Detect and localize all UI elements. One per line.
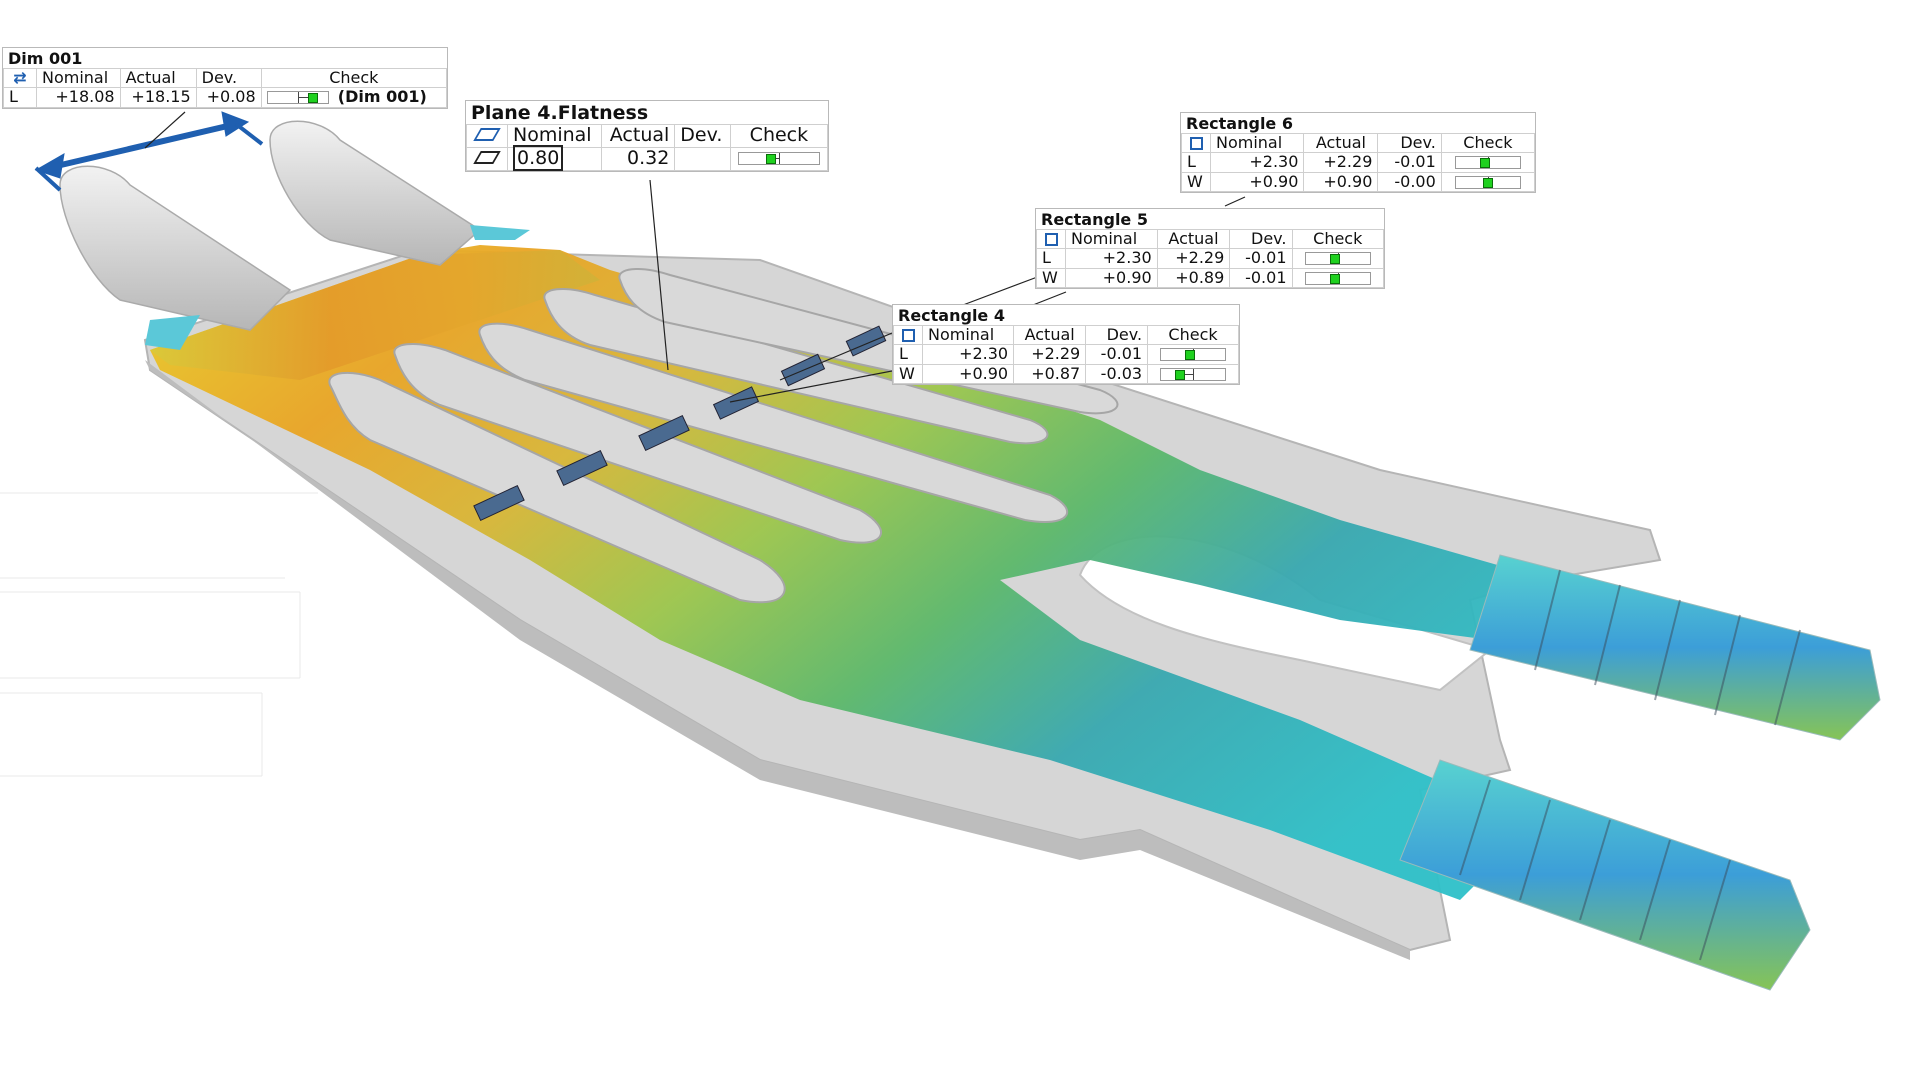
rect5-check-indicator (1304, 252, 1371, 266)
rect5-nominal: +0.90 (1065, 267, 1158, 289)
rect5-header-check: Check (1291, 228, 1384, 250)
rect4-check-cell (1147, 363, 1239, 385)
table-row: W +0.90 +0.89 -0.01 (1036, 267, 1384, 289)
dim001-header-nominal: Nominal (36, 67, 121, 89)
rect5-nominal: +2.30 (1065, 248, 1158, 269)
table-row: W +0.90 +0.90 -0.00 (1181, 171, 1536, 193)
rect6-check-cell (1440, 171, 1536, 193)
plane4-header-actual: Actual (600, 124, 676, 148)
leader-lines (144, 111, 1246, 403)
rectangle-icon (1044, 233, 1058, 246)
rect4-header-nominal: Nominal (921, 324, 1015, 346)
rect5-axis: W (1036, 267, 1066, 289)
rect5-check-cell (1291, 267, 1384, 289)
linear-dimension-icon: ⇄ (13, 68, 27, 87)
rect4-axis: W (893, 363, 923, 385)
rect4-nominal: +0.90 (921, 363, 1015, 385)
rect6-header-dev: Dev. (1377, 132, 1442, 154)
table-row: L +2.30 +2.29 -0.01 (1181, 152, 1536, 173)
rect5-check-cell (1291, 248, 1384, 269)
rect6-header-check: Check (1440, 132, 1536, 154)
rect4-dev: -0.03 (1085, 363, 1149, 385)
rect5-header-dev: Dev. (1229, 228, 1293, 250)
rect5-actual: +0.89 (1156, 267, 1231, 289)
rect6-check-cell (1440, 152, 1536, 173)
flatness-icon (473, 128, 501, 141)
outlet-tubes (1399, 554, 1881, 991)
rect5-header-actual: Actual (1156, 228, 1231, 250)
dim001-check-cell: (Dim 001) (260, 87, 448, 108)
rect4-title: Rectangle 4 (898, 306, 1005, 325)
plane4-dev (674, 146, 731, 171)
rect6-dev: -0.01 (1377, 152, 1442, 173)
rect5-title: Rectangle 5 (1041, 210, 1148, 229)
dim001-check-indicator (266, 91, 329, 105)
rect4-actual: +0.87 (1013, 363, 1087, 385)
flatness-tolerance-icon (473, 150, 501, 164)
rect5-actual: +2.29 (1156, 248, 1231, 269)
rect4-check-indicator (1160, 367, 1227, 381)
dim001-actual: +18.15 (119, 87, 197, 108)
table-row: W +0.90 +0.87 -0.03 (893, 363, 1239, 385)
rect6-actual: +2.29 (1303, 152, 1379, 173)
rect4-axis: L (893, 344, 923, 365)
rect6-header-nominal: Nominal (1209, 132, 1305, 154)
plane4-title: Plane 4.Flatness (471, 102, 649, 124)
rect4-dev: -0.01 (1085, 344, 1149, 365)
dim001-header-dev: Dev. (195, 67, 262, 89)
plane4-nominal: 0.80 (507, 144, 602, 171)
rectangle6-annotation[interactable]: Rectangle 6 Nominal Actual Dev. Check L … (1180, 112, 1536, 194)
rect6-actual: +0.90 (1303, 171, 1379, 193)
rect6-nominal: +2.30 (1209, 152, 1305, 173)
dim001-title: Dim 001 (8, 49, 83, 68)
dim001-dev: +0.08 (195, 87, 262, 108)
dim001-annotation[interactable]: Dim 001 ⇄ Nominal Actual Dev. Check L +1… (2, 47, 448, 109)
rect5-dev: -0.01 (1229, 248, 1293, 269)
rect5-header-nominal: Nominal (1065, 228, 1158, 250)
rect4-check-cell (1147, 344, 1239, 365)
rect4-header-dev: Dev. (1085, 324, 1149, 346)
rectangle-icon (901, 329, 915, 342)
plane4-nominal-value: 0.80 (513, 144, 564, 171)
dim001-header-check: Check (260, 67, 448, 89)
table-row: L +2.30 +2.29 -0.01 (893, 344, 1239, 365)
rect4-actual: +2.29 (1013, 344, 1087, 365)
rect6-axis: L (1181, 152, 1211, 173)
dimension-arrow (34, 111, 264, 192)
plane4-flatness-annotation[interactable]: Plane 4.Flatness Nominal Actual Dev. Che… (465, 100, 829, 172)
rectangle-icon (1189, 137, 1203, 150)
rect4-header-actual: Actual (1013, 324, 1087, 346)
dim001-nominal: +18.08 (36, 87, 121, 108)
rect6-check-indicator (1454, 156, 1521, 170)
rect6-check-indicator (1454, 175, 1521, 189)
plane4-header-dev: Dev. (674, 124, 731, 148)
rect5-check-indicator (1304, 271, 1371, 285)
rect4-header-check: Check (1147, 324, 1239, 346)
rect6-header-actual: Actual (1303, 132, 1379, 154)
rect4-nominal: +2.30 (921, 344, 1015, 365)
rect4-check-indicator (1160, 348, 1227, 362)
dim001-axis: L (3, 87, 37, 108)
dim001-check-label: (Dim 001) (337, 87, 427, 107)
rect6-title: Rectangle 6 (1186, 114, 1293, 133)
table-row: L +2.30 +2.29 -0.01 (1036, 248, 1384, 269)
rect6-axis: W (1181, 171, 1211, 193)
rect6-dev: -0.00 (1377, 171, 1442, 193)
rectangle4-annotation[interactable]: Rectangle 4 Nominal Actual Dev. Check L … (892, 304, 1240, 386)
background-grid (0, 492, 318, 777)
rectangle5-annotation[interactable]: Rectangle 5 Nominal Actual Dev. Check L … (1035, 208, 1385, 290)
rect5-dev: -0.01 (1229, 267, 1293, 289)
plane4-header-check: Check (729, 124, 829, 148)
plane4-check-indicator (737, 151, 820, 165)
rect5-axis: L (1036, 248, 1066, 269)
dim001-header-actual: Actual (119, 67, 197, 89)
rect6-nominal: +0.90 (1209, 171, 1305, 193)
plane4-actual: 0.32 (600, 146, 676, 171)
plane4-header-nominal: Nominal (507, 124, 602, 148)
inlet-barbs (59, 120, 530, 350)
plane4-check-cell (729, 146, 829, 171)
